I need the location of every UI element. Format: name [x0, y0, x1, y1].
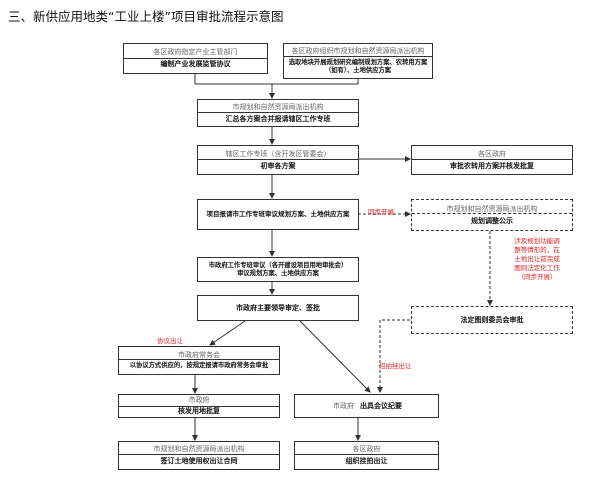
node-summary-task: 汇总各方案合并报请辖区工作专班 [225, 114, 331, 123]
note-protocol: 协议出让 [157, 337, 183, 345]
node-leader-approval: 市政府主要领导审定、签批 [197, 295, 359, 321]
node-planning-bureau: 各区政府组织市规划和自然资源局派出机构 选取地块开展规划研究编制规划方案、农转用… [283, 43, 433, 79]
note-adjustment: 涉及规划功能调 整等情形的，在 土地出让前完成 图则法定化工作 （同步开展） [497, 237, 577, 282]
note-auction: 招拍挂出让 [379, 362, 412, 370]
node-summary: 市规划和自然资源局派出机构 汇总各方案合并报请辖区工作专班 [197, 99, 359, 127]
node-auction-dist-task: 组织挂拍出让 [345, 457, 388, 465]
node-district-gov-org: 各区政府 [478, 149, 506, 158]
node-contract-org: 市规划和自然资源局派出机构 [153, 445, 245, 454]
node-pb-task1: 选取地块开展规划研究编制规划方案、农转用方案 [288, 59, 428, 67]
node-auction-dist-org: 各区政府 [352, 445, 381, 454]
node-dept-task: 编制产业发展监管协议 [160, 60, 231, 68]
node-city-review-task2: 审议规划方案、土地供应方案 [237, 269, 319, 277]
node-approval-org: 市政府 [188, 396, 210, 405]
node-publicity-task: 规划调整公示 [471, 216, 513, 225]
node-contract-task: 签订土地使用权出让合同 [160, 457, 238, 465]
node-review-task: 初审各方案 [260, 161, 296, 170]
node-legal-task: 法定图则委员会审批 [460, 315, 524, 324]
node-approval-task: 核发用地批复 [178, 407, 220, 415]
note-adjustment-line: 涉及规划功能调 [514, 237, 560, 245]
node-leader-task: 市政府主要领导审定、签批 [236, 303, 320, 312]
node-committee-task: 以协议方式供应的，按规定报请市政府常务会审批 [129, 362, 269, 370]
node-pb-task2: （如有）、土地供应方案 [324, 66, 392, 74]
node-committee-org: 市政府常务会 [178, 350, 220, 359]
arrow-leader-branch-right [299, 320, 371, 393]
node-dept-org: 各区政府指定产业主管部门 [153, 48, 238, 57]
node-standing-committee: 市政府常务会 以协议方式供应的，按规定报请市政府常务会审批 [118, 346, 280, 375]
node-dept: 各区政府指定产业主管部门 编制产业发展监管协议 [123, 43, 268, 74]
node-initial-review: 辖区工作专班（含开发区管委会） 初审各方案 [197, 145, 359, 175]
node-meeting-minutes: 市政府 出具会议纪要 [294, 394, 439, 418]
node-summary-org: 市规划和自然资源局派出机构 [232, 102, 324, 111]
node-district-gov: 各区政府 审批农转用方案并核发批复 [411, 145, 573, 175]
arrow-leader-branch-left [209, 320, 246, 346]
node-auction-district: 各区政府 组织挂拍出让 [294, 441, 439, 470]
node-pb-org: 各区政府组织市规划和自然资源局派出机构 [291, 47, 425, 56]
node-contract: 市规划和自然资源局派出机构 签订土地使用权出让合同 [118, 441, 280, 470]
node-auction-city-task: 出具会议纪要 [360, 401, 402, 410]
node-district-gov-task: 审批农转用方案并核发批复 [450, 161, 534, 170]
node-publicity: 市规划和自然资源局派出机构 规划调整公示 [411, 199, 573, 231]
page-title: 三、新供应用地类“工业上楼”项目审批流程示意图 [8, 9, 284, 24]
node-review-org: 辖区工作专班（含开发区管委会） [225, 149, 331, 158]
note-adjustment-line: （同步开展） [517, 273, 557, 282]
note-adjustment-line: 整等情形的，在 [514, 246, 560, 255]
note-adjustment-line: 图则法定化工作 [514, 264, 560, 273]
node-report-city: 项目报请市工作专班审议规划方案、土地供应方案 [197, 199, 359, 230]
note-adjustment-line: 土地出让前完成 [514, 255, 560, 264]
node-legal-committee: 法定图则委员会审批 [411, 306, 573, 334]
note-parallel: 同步开展 [368, 208, 394, 216]
node-land-approval: 市政府 核发用地批复 [118, 394, 280, 418]
node-city-review-task1: 市政府工作专班审议（各开建设项目用地审批会） [208, 261, 348, 269]
node-auction-city-org: 市政府 [333, 401, 354, 410]
node-publicity-org: 市规划和自然资源局派出机构 [446, 204, 538, 213]
node-report-city-task: 项目报请市工作专班审议规划方案、土地供应方案 [206, 210, 350, 219]
node-city-review: 市政府工作专班审议（各开建设项目用地审批会） 审议规划方案、土地供应方案 [197, 257, 359, 282]
